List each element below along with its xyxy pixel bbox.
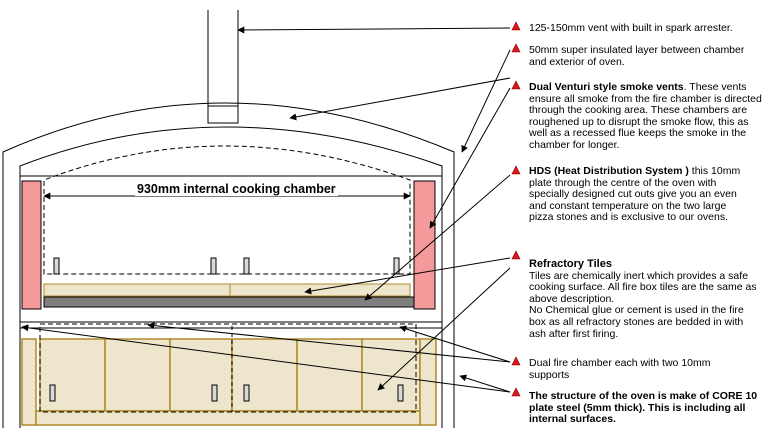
cooking-supports (53, 257, 400, 275)
note-tiles-body-2: No Chemical glue or cement is used in th… (529, 304, 744, 340)
marker-icon (511, 387, 521, 397)
leader-lines (21, 26, 511, 393)
marker-icons (511, 21, 521, 397)
chamber-width-label: 930mm internal cooking chamber (135, 182, 338, 196)
note-insulation-text: 50mm super insulated layer between chamb… (529, 44, 745, 68)
outer-shell (2, 102, 455, 428)
pizza-stones (43, 283, 411, 297)
fire-chamber-supports (49, 384, 404, 402)
note-tiles-body-1: Tiles are chemically inert which provide… (529, 269, 757, 305)
note-hds: HDS (Heat Distribution System ) this 10m… (529, 165, 749, 224)
venturi-vent-left (21, 180, 42, 310)
flue (207, 10, 239, 124)
marker-icon (511, 250, 521, 260)
note-tiles-title: Refractory Tiles (529, 258, 612, 270)
marker-icon (511, 80, 521, 90)
note-hds-title: HDS (Heat Distribution System ) (529, 165, 689, 177)
marker-icon (511, 43, 521, 53)
cooking-chamber-outline (43, 145, 411, 275)
marker-icon (511, 21, 521, 31)
marker-icon (511, 165, 521, 175)
firebox-top-plate (19, 321, 443, 329)
note-vent-text: 125-150mm vent with built in spark arres… (529, 22, 733, 34)
note-venturi-body: . These vents ensure all smoke from the … (529, 81, 762, 151)
marker-icon (511, 356, 521, 366)
note-fire-chamber-text: Dual fire chamber each with two 10mm sup… (529, 357, 711, 381)
note-hds-body: this 10mm plate through the centre of th… (529, 165, 741, 224)
note-venturi: Dual Venturi style smoke vents. These ve… (529, 81, 765, 152)
fire-chamber-tiles (21, 338, 437, 426)
note-structure: The structure of the oven is make of COR… (529, 390, 765, 426)
note-structure-text: The structure of the oven is make of COR… (529, 390, 758, 426)
note-fire-chamber: Dual fire chamber each with two 10mm sup… (529, 357, 744, 381)
inner-shell (19, 126, 443, 428)
note-tiles: Refractory Tiles Tiles are chemically in… (529, 258, 761, 340)
fire-chamber-outline (39, 323, 417, 413)
note-vent: 125-150mm vent with built in spark arres… (529, 22, 765, 35)
note-venturi-title: Dual Venturi style smoke vents (529, 81, 684, 93)
hds-plate (43, 296, 415, 308)
venturi-vent-right (413, 180, 436, 310)
note-insulation: 50mm super insulated layer between chamb… (529, 44, 749, 68)
